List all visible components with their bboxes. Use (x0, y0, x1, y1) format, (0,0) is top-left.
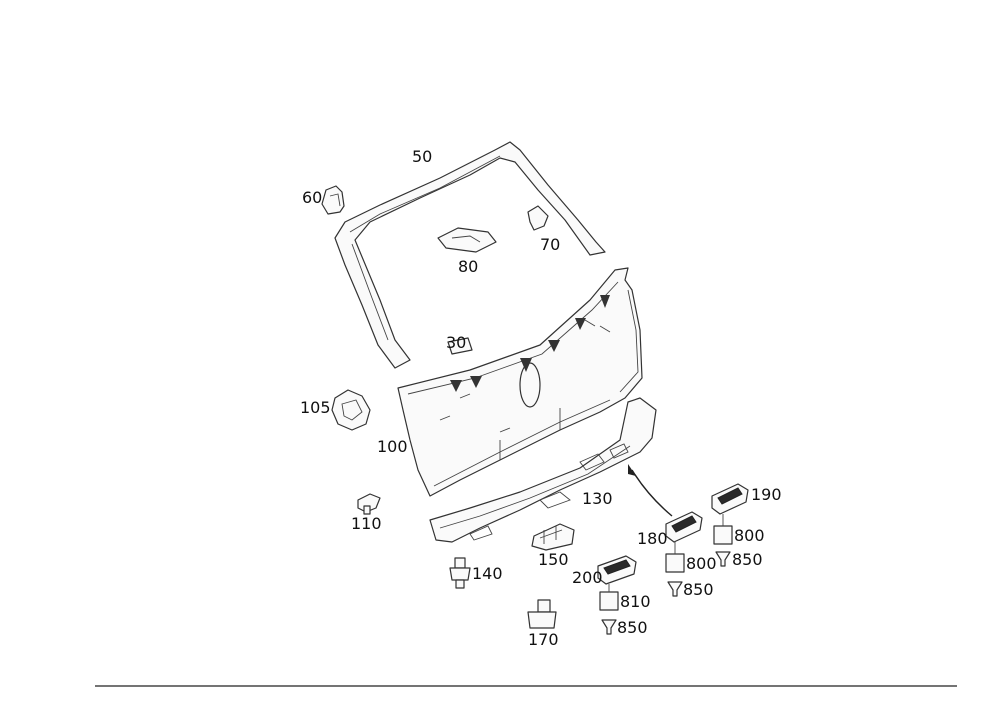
part-850-seal-b (667, 581, 683, 597)
part-140-stud (449, 557, 471, 589)
callout-105: 105 (300, 398, 331, 417)
part-100-tailgate-lining (397, 267, 643, 497)
part-130-lower-trim (429, 397, 657, 543)
part-150-cover (531, 523, 575, 551)
part-30-label (447, 337, 473, 355)
callout-70: 70 (540, 235, 560, 254)
callout-810: 810 (620, 592, 651, 611)
part-105-round-cover (331, 389, 371, 431)
part-190-switch (711, 483, 749, 515)
part-850-seal-c (601, 619, 617, 635)
part-80-fastener-plate (437, 227, 497, 253)
callout-850-b: 850 (683, 580, 714, 599)
callout-100: 100 (377, 437, 408, 456)
callout-190: 190 (751, 485, 782, 504)
part-70-bracket (527, 205, 549, 231)
part-180-switch (665, 511, 703, 543)
callout-850-a: 850 (732, 550, 763, 569)
callout-130: 130 (582, 489, 613, 508)
callout-140: 140 (472, 564, 503, 583)
callout-850-c: 850 (617, 618, 648, 637)
callout-60: 60 (302, 188, 322, 207)
callout-50: 50 (412, 147, 432, 166)
callout-80: 80 (458, 257, 478, 276)
callout-800-b: 800 (686, 554, 717, 573)
part-60-clip (321, 185, 345, 215)
callout-170: 170 (528, 630, 559, 649)
callout-180: 180 (637, 529, 668, 548)
direction-arrow (628, 464, 673, 517)
part-810-connector (599, 584, 619, 611)
callout-110: 110 (351, 514, 382, 533)
part-800-connector-a (713, 514, 733, 545)
part-200-switch (597, 555, 637, 585)
part-850-seal-a (715, 551, 731, 567)
part-800-connector-b (665, 542, 685, 573)
part-170-stopper (527, 599, 557, 629)
part-50-upper-trim-frame (334, 141, 606, 369)
callout-30: 30 (446, 333, 466, 352)
callout-200: 200 (572, 568, 603, 587)
callout-150: 150 (538, 550, 569, 569)
part-110-clip (357, 493, 381, 515)
callout-800-a: 800 (734, 526, 765, 545)
